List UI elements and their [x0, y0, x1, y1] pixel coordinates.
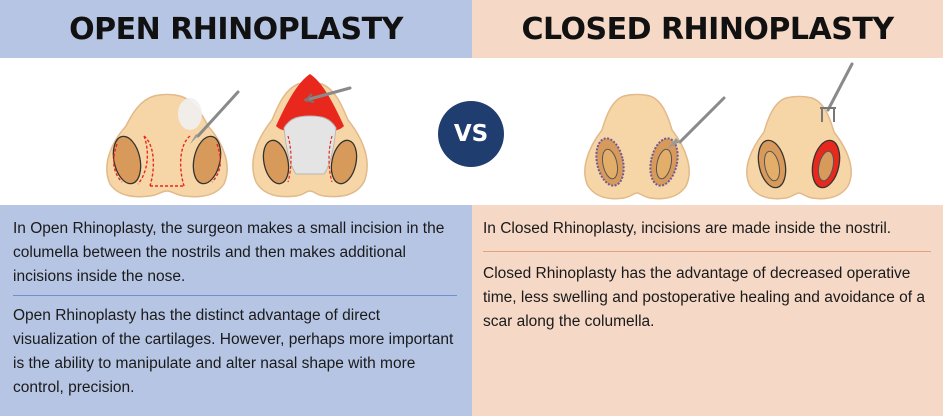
vs-label: VS — [453, 121, 489, 147]
nose-closed-incision-icon — [584, 93, 690, 200]
illustration-band — [0, 58, 943, 205]
open-title: OPEN RHINOPLASTY — [69, 11, 403, 47]
closed-header: CLOSED RHINOPLASTY — [472, 0, 943, 58]
open-header: OPEN RHINOPLASTY — [0, 0, 472, 58]
closed-paragraph-1: In Closed Rhinoplasty, incisions are mad… — [483, 220, 892, 237]
scalpel-icon — [178, 90, 240, 144]
nose-open-lifted-icon — [252, 74, 368, 198]
vs-badge: VS — [438, 101, 504, 167]
nose-closed-lifted-icon — [746, 95, 852, 200]
closed-description-panel: In Closed Rhinoplasty, incisions are mad… — [472, 205, 943, 416]
scalpel-icon-3 — [820, 62, 854, 122]
open-paragraph-2: Open Rhinoplasty has the distinct advant… — [13, 307, 454, 396]
scalpel-icon-2 — [668, 96, 726, 148]
closed-divider — [483, 251, 931, 252]
open-divider — [13, 295, 457, 296]
closed-title: CLOSED RHINOPLASTY — [521, 11, 894, 47]
open-description-panel: In Open Rhinoplasty, the surgeon makes a… — [0, 205, 472, 416]
open-paragraph-1: In Open Rhinoplasty, the surgeon makes a… — [13, 220, 445, 285]
closed-paragraph-2: Closed Rhinoplasty has the advantage of … — [483, 265, 926, 330]
